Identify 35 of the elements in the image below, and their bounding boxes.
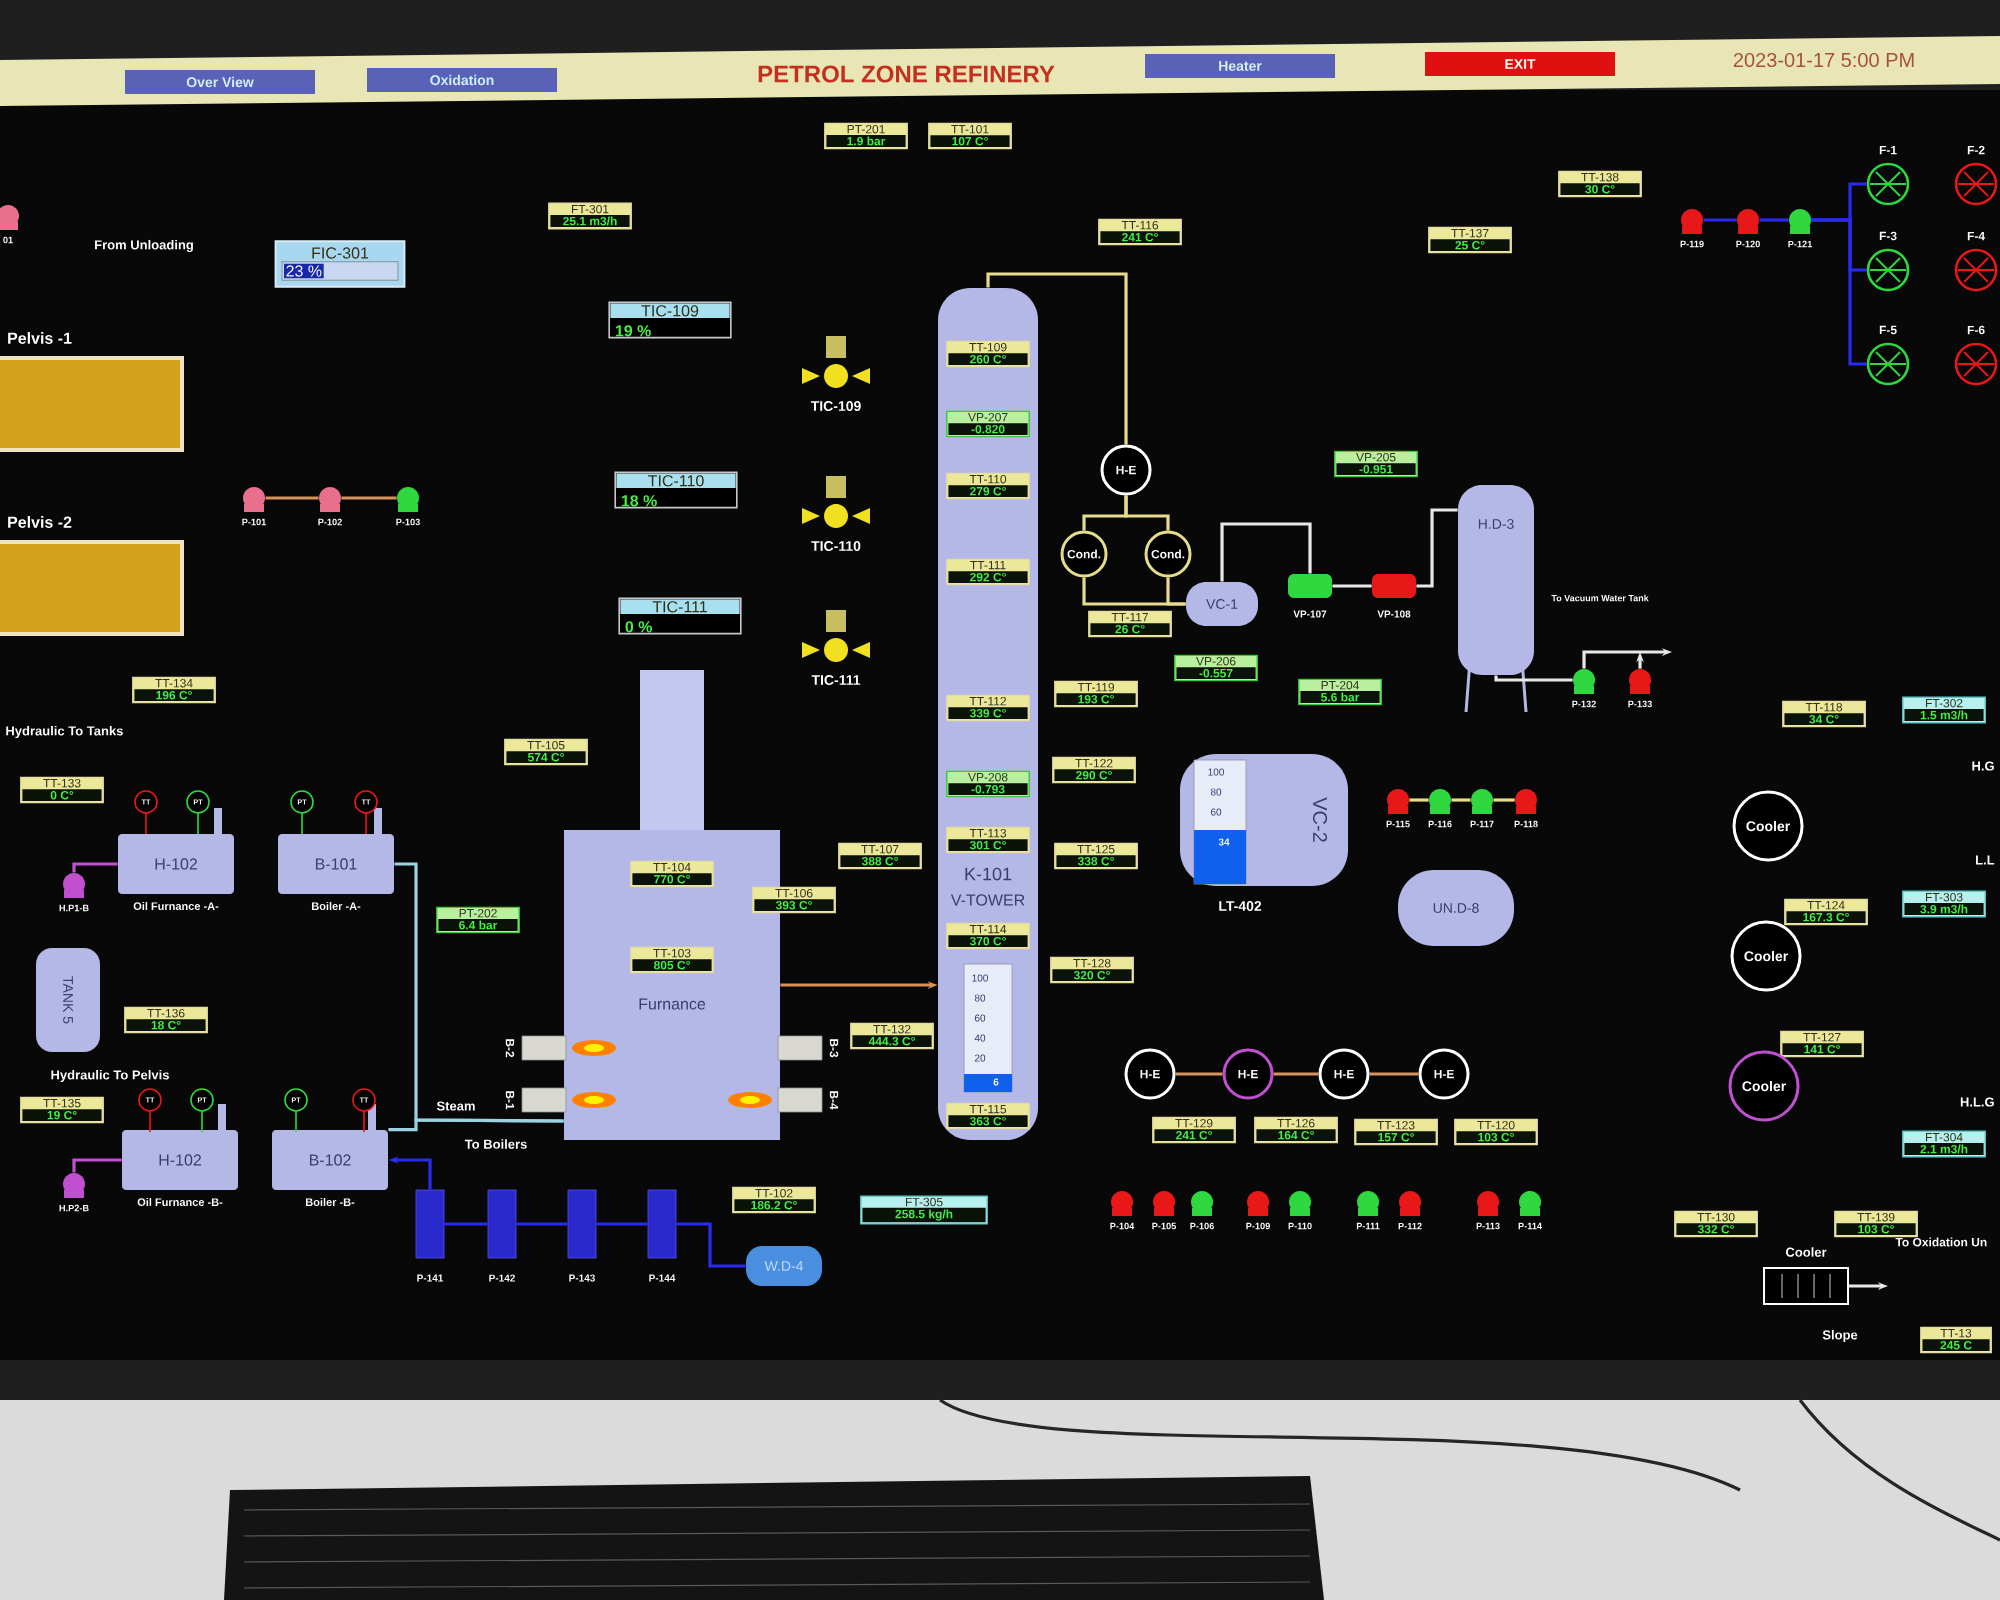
controller-faceplate: TIC-110 18 %	[614, 471, 738, 509]
controller-faceplate: TIC-111 0 %	[618, 597, 742, 635]
controller-faceplate: FIC-301 23 %	[274, 240, 406, 288]
pipe	[72, 862, 118, 873]
pipe	[72, 1158, 122, 1173]
pipe	[1124, 495, 1170, 531]
storage-tank: Pelvis -2	[0, 516, 184, 636]
timestamp: 2023-01-17 5:00 PM	[1733, 52, 1914, 68]
pipe	[265, 496, 319, 500]
node-label: Pelvis -1	[8, 332, 72, 344]
pipe	[1494, 675, 1573, 682]
pipe	[1409, 798, 1429, 802]
pipe	[1220, 522, 1312, 582]
pipe	[1451, 798, 1471, 802]
pipe	[341, 496, 397, 500]
pipe	[1273, 1072, 1319, 1076]
storage-tank: Pelvis -1	[0, 332, 184, 452]
pipe	[1369, 1072, 1419, 1076]
pipe	[1493, 798, 1515, 802]
pipe	[516, 1222, 568, 1226]
node-label: Pelvis -2	[8, 516, 72, 528]
pipe	[1703, 218, 1737, 222]
pipe	[986, 272, 1128, 445]
pipe	[1416, 508, 1458, 588]
controller-faceplate: TIC-109 19 %	[608, 301, 732, 339]
title: PETROL ZONE REFINERY	[758, 65, 1055, 83]
pipe	[1759, 218, 1789, 222]
pipe	[1811, 218, 1867, 366]
pipe	[676, 1222, 746, 1268]
pipe	[444, 1222, 488, 1226]
pipe	[1175, 1072, 1223, 1076]
pipe	[1332, 584, 1372, 588]
pipe	[388, 1118, 564, 1132]
pipe	[596, 1222, 648, 1226]
pipe	[1166, 577, 1186, 606]
